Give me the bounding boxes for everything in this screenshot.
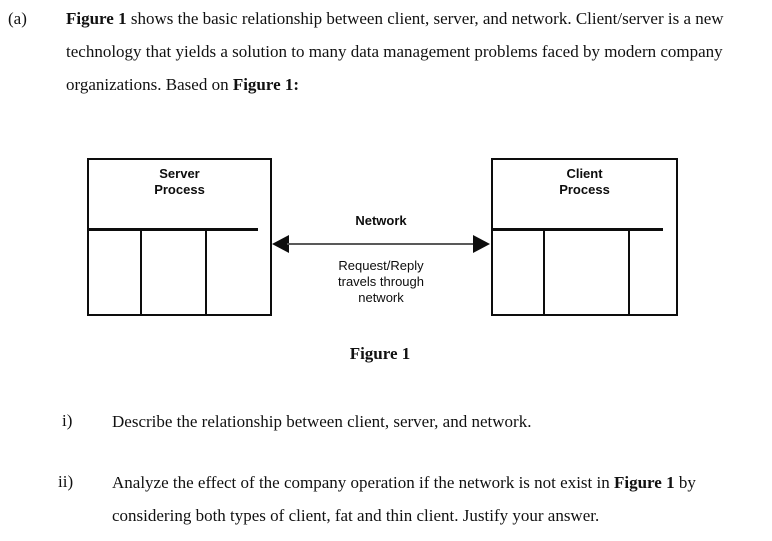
client-process-box <box>491 158 678 316</box>
sub-item-ii-marker: ii) <box>58 472 74 491</box>
question-paragraph: Figure 1 shows the basic relationship be… <box>66 2 766 101</box>
sub-item-i-marker: i) <box>62 411 73 430</box>
client-process-label: Client Process <box>559 166 610 197</box>
server-vertical-divider-1 <box>140 231 142 316</box>
question-figure-ref-1: Figure 1 <box>66 9 127 28</box>
server-process-label: Server Process <box>154 166 205 197</box>
question-paragraph-text: shows the basic relationship between cli… <box>66 9 724 94</box>
network-description: Request/Reply travels through network <box>338 258 424 305</box>
client-vertical-divider-2 <box>628 231 630 316</box>
sub-item-ii-line-1: Analyze the effect of the company operat… <box>112 473 662 492</box>
server-vertical-divider-2 <box>205 231 207 316</box>
sub-item-ii-figure-ref: Figure <box>613 473 662 492</box>
client-horizontal-divider <box>491 228 663 231</box>
arrow-head-right-icon <box>473 235 490 253</box>
sub-item-i-text: Describe the relationship between client… <box>112 412 532 431</box>
network-label: Network <box>355 213 407 228</box>
client-vertical-divider-1 <box>543 231 545 316</box>
server-process-box <box>87 158 272 316</box>
sub-item-ii-line-2: 1 by considering both types of client, f… <box>112 473 696 525</box>
figure-caption: Figure 1 <box>349 344 411 363</box>
arrow-shaft <box>287 243 475 245</box>
sub-item-ii-text: Analyze the effect of the company operat… <box>112 466 767 532</box>
sub-item-ii-figure-num: 1 <box>666 473 675 492</box>
server-horizontal-divider <box>87 228 258 231</box>
question-figure-ref-2: Figure 1: <box>232 75 300 94</box>
arrow-head-left-icon <box>272 235 289 253</box>
question-marker-a: (a) <box>8 9 27 28</box>
network-arrow <box>272 234 490 254</box>
